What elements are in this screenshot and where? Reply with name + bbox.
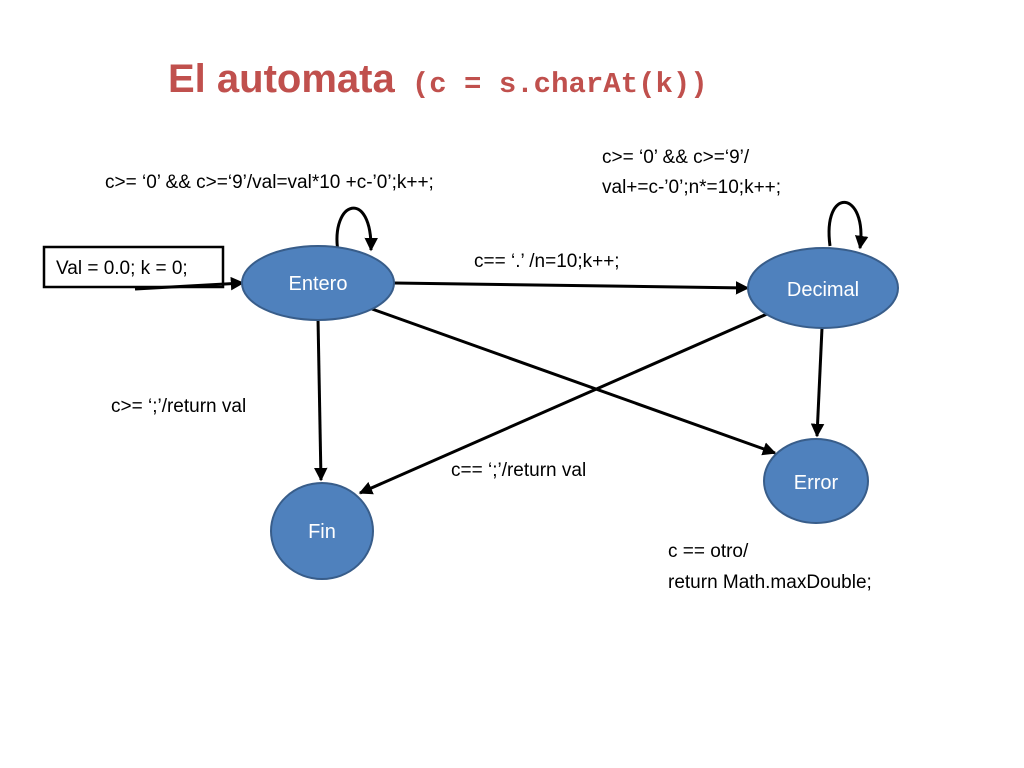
edge-start-to-entero [134, 276, 245, 291]
node-entero [241, 245, 395, 321]
label-error-line1: c == otro/ [668, 541, 749, 562]
edge-entero-to-error [371, 307, 777, 456]
node-error-label: Error [794, 472, 839, 494]
label-error-line2: return Math.maxDouble; [668, 572, 872, 593]
edge-decimal-loop [827, 200, 869, 250]
edge-decimal-to-fin [358, 312, 768, 495]
label-decimal-loop-line2: val+=c-’0’;n*=10;k++; [602, 177, 781, 198]
node-fin [270, 482, 374, 580]
edge-entero-to-fin [314, 317, 328, 482]
title-main: El automata [168, 57, 406, 101]
init-box [42, 245, 225, 289]
label-entero-to-fin: c>= ‘;’/return val [111, 396, 246, 417]
node-fin-label: Fin [308, 521, 336, 543]
edge-decimal-to-error [810, 327, 825, 438]
label-entero-loop: c>= ‘0’ && c>=‘9’/val=val*10 +c-’0’;k++; [105, 172, 434, 193]
edge-entero-loop [335, 206, 378, 253]
label-decimal-to-fin: c== ‘;’/return val [451, 460, 586, 481]
edge-entero-to-decimal [393, 281, 750, 295]
init-box-label: Val = 0.0; k = 0; [56, 258, 188, 279]
title-code: (c = s.charAt(k)) [412, 68, 708, 101]
node-decimal [747, 247, 899, 329]
label-decimal-loop-line1: c>= ‘0’ && c>=‘9’/ [602, 147, 750, 168]
node-decimal-label: Decimal [787, 279, 859, 301]
label-entero-to-decimal: c== ‘.’ /n=10;k++; [474, 251, 620, 272]
node-error [763, 438, 869, 524]
slide-title: El automata (c = s.charAt(k)) [168, 57, 708, 101]
node-entero-label: Entero [289, 273, 348, 295]
